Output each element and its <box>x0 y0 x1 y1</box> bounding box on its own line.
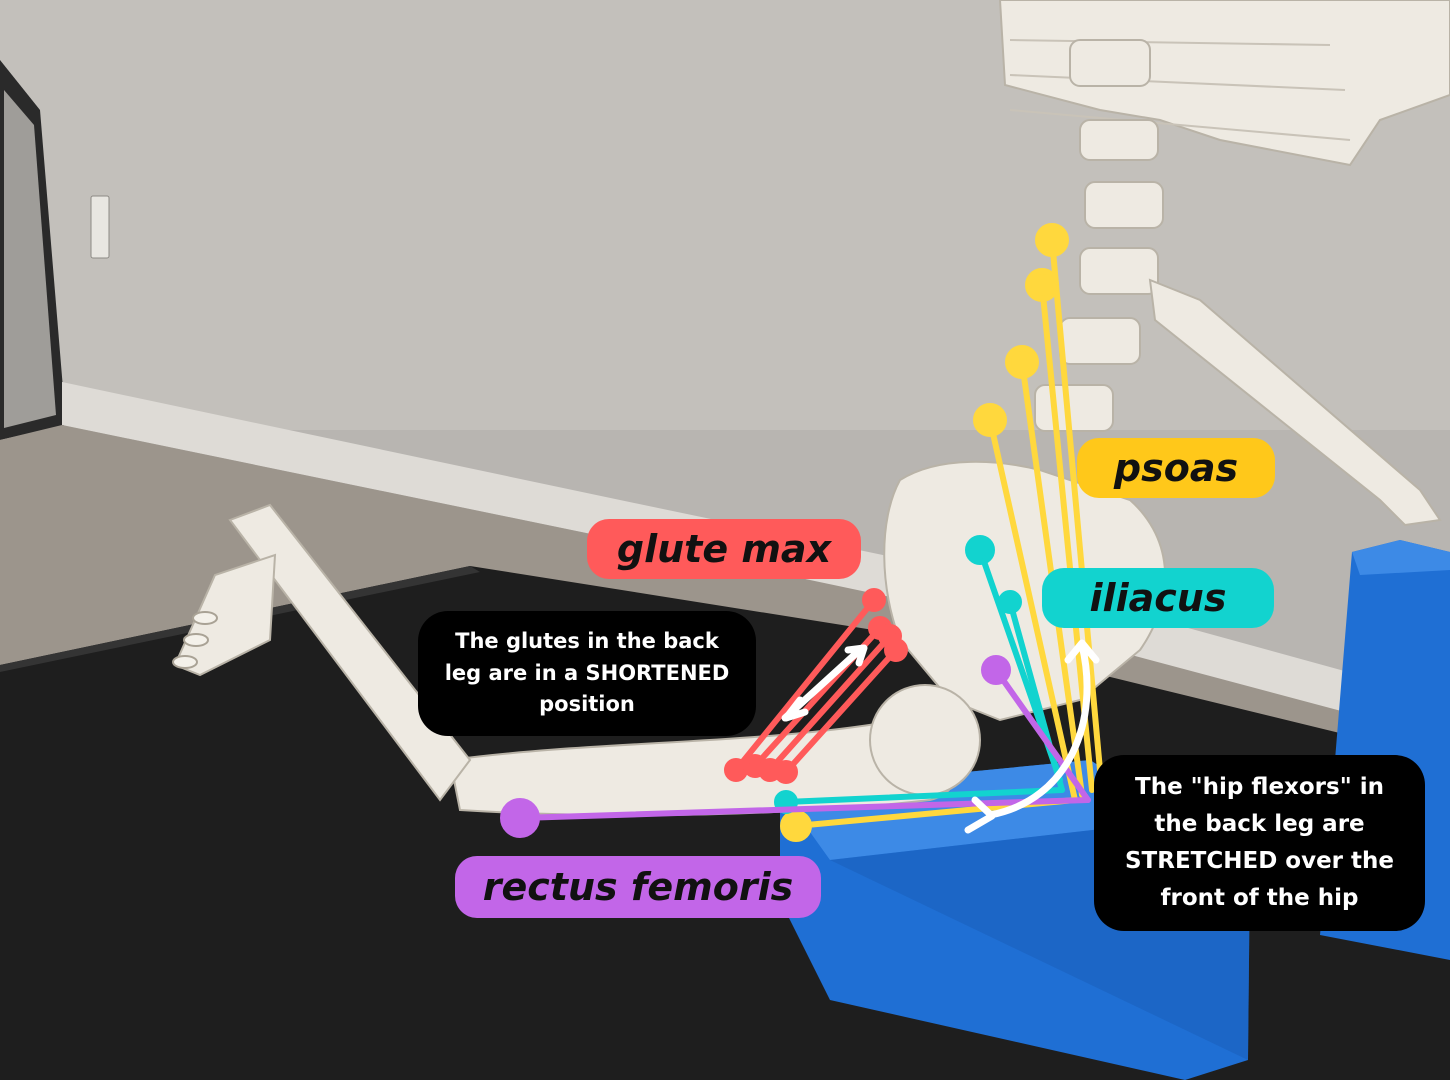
psoas-label: psoas <box>1077 438 1275 498</box>
iliacus-label: iliacus <box>1042 568 1274 628</box>
skeleton <box>172 0 1450 817</box>
rectus-femoris-label: rectus femoris <box>455 856 821 918</box>
stretch-arrow-icon <box>964 639 1100 834</box>
shortening-arrow-icon <box>781 644 868 722</box>
hip-flexors-stretched-note: The "hip flexors" in the back leg are ST… <box>1094 755 1425 931</box>
arrow-icons <box>781 639 1100 834</box>
glute-max-label: glute max <box>587 519 861 579</box>
glutes-shortened-note: The glutes in the back leg are in a SHOR… <box>418 611 756 736</box>
glute-max-lines <box>724 588 908 784</box>
rectus-femoris-lines <box>500 655 1091 838</box>
